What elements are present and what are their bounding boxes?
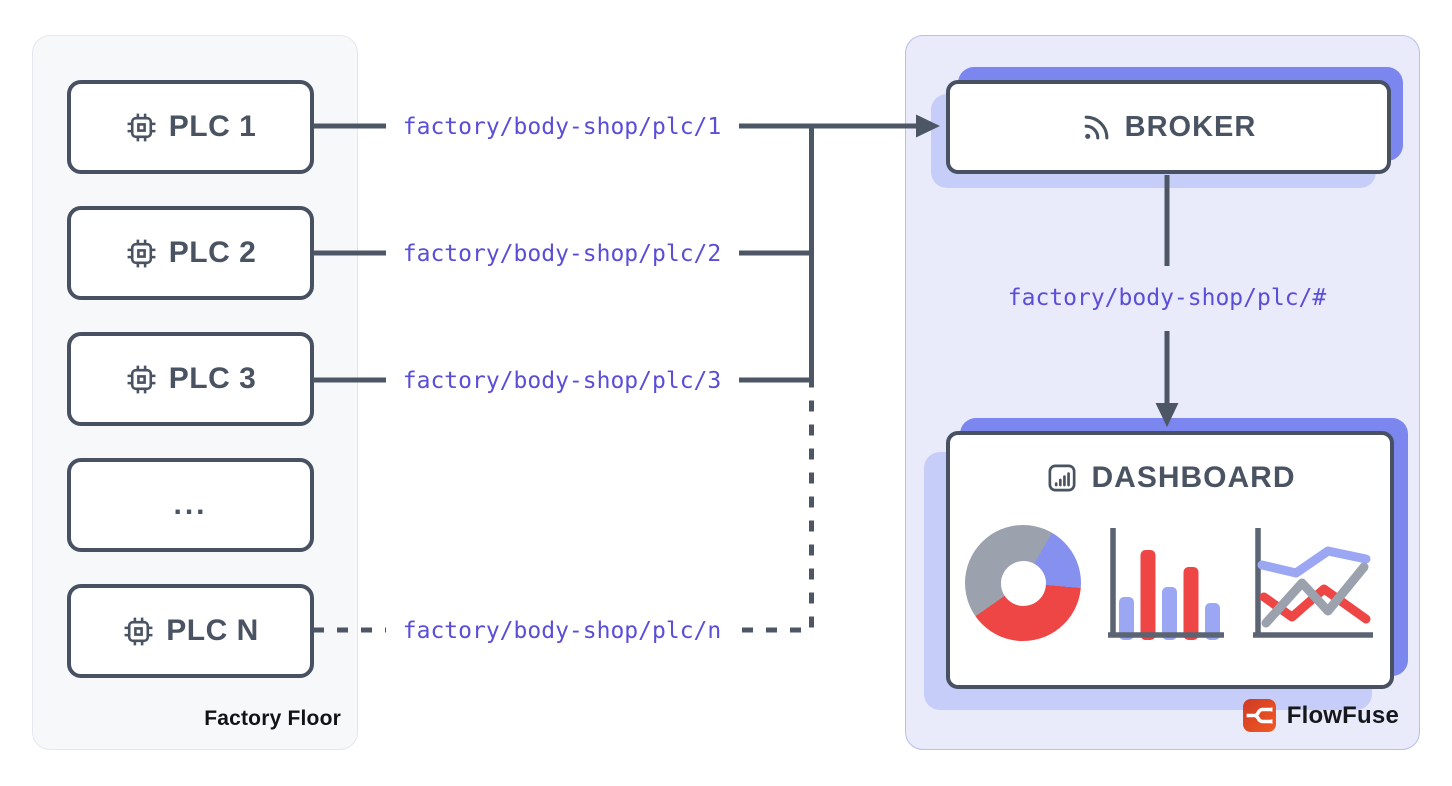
topic-label-plc1: factory/body-shop/plc/1 bbox=[402, 114, 722, 140]
topic-label-wildcard: factory/body-shop/plc/# bbox=[1007, 285, 1327, 311]
dashboard-box: DASHBOARD bbox=[946, 431, 1394, 689]
cpu-icon bbox=[127, 239, 156, 267]
plc-node-1: PLC 1 bbox=[67, 80, 314, 174]
factory-floor-panel: PLC 1 PLC 2 PLC 3 ... PLC N bbox=[32, 35, 358, 750]
cpu-icon bbox=[127, 113, 156, 141]
mini-bar-chart-icon bbox=[1048, 464, 1075, 492]
broker-label: BROKER bbox=[1124, 110, 1257, 143]
plc-node-3: PLC 3 bbox=[67, 332, 314, 426]
plc-node-ellipsis: ... bbox=[67, 458, 314, 552]
ellipsis-label: ... bbox=[173, 488, 208, 521]
cpu-icon bbox=[127, 365, 156, 393]
plc-node-label: PLC 3 bbox=[168, 362, 257, 395]
topic-label-plc3: factory/body-shop/plc/3 bbox=[402, 368, 722, 394]
brand-label: FlowFuse bbox=[1286, 701, 1399, 729]
plc-node-2: PLC 2 bbox=[67, 206, 314, 300]
topic-label-plcn: factory/body-shop/plc/n bbox=[402, 618, 722, 644]
dashboard-charts-row bbox=[965, 525, 1376, 643]
donut-chart bbox=[965, 525, 1081, 641]
cpu-icon bbox=[124, 617, 153, 645]
brand: FlowFuse bbox=[1242, 698, 1399, 733]
plc-node-label: PLC 1 bbox=[168, 110, 257, 143]
factory-floor-caption: Factory Floor bbox=[204, 707, 341, 730]
cloud-panel: BROKER DASHBOARD bbox=[905, 35, 1420, 750]
topic-label-plc2: factory/body-shop/plc/2 bbox=[402, 241, 722, 267]
bar-chart bbox=[1107, 528, 1224, 640]
broker-box: BROKER bbox=[946, 80, 1391, 174]
plc-node-label: PLC 2 bbox=[168, 236, 257, 269]
plc-node-label: PLC N bbox=[166, 614, 259, 647]
plc-node-n: PLC N bbox=[67, 584, 314, 678]
flowfuse-logo bbox=[1242, 699, 1276, 732]
rss-icon bbox=[1084, 115, 1109, 139]
donut-hole bbox=[1000, 560, 1046, 606]
line-chart bbox=[1253, 528, 1373, 638]
dashboard-label: DASHBOARD bbox=[1091, 461, 1296, 494]
